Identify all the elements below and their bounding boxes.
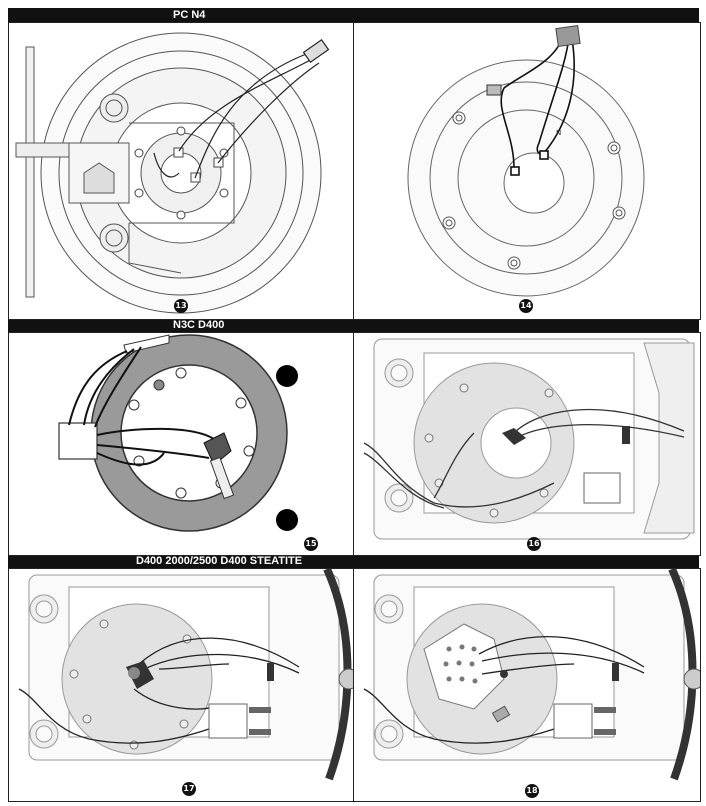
section-title: PC N4 [173,9,206,21]
section-header-n3c-d400: N3C D400 [8,318,699,332]
element-diagram-16 [363,338,695,540]
step-number-17: 17 [182,782,196,796]
neutral-wire-label: N [556,129,561,137]
section-title: D400 2000/2500 D400 STEATITE [136,555,303,567]
panel-13: 13 [8,22,355,320]
element-diagram-13 [15,32,330,314]
step-number-18: 18 [525,784,539,798]
panel-16: 16 [353,332,701,556]
step-number-13: 13 [174,299,188,313]
panel-15: 15 [8,332,355,556]
element-diagram-17 [18,569,354,781]
step-number-16: 16 [527,537,541,551]
step-number-15: 15 [304,537,318,551]
section-header-pc-n4: PC N4 [8,8,699,22]
element-diagram-14: N [407,24,645,297]
panel-14: N 14 [353,22,701,320]
section-header-d400-steatite: D400 2000/2500 D400 STEATITE [8,554,699,568]
step-number-14: 14 [519,299,533,313]
panel-18: 18 [353,568,701,802]
element-diagram-15 [58,334,298,532]
panel-17: 17 [8,568,355,802]
element-diagram-18 [363,569,700,781]
section-title: N3C D400 [173,319,225,331]
